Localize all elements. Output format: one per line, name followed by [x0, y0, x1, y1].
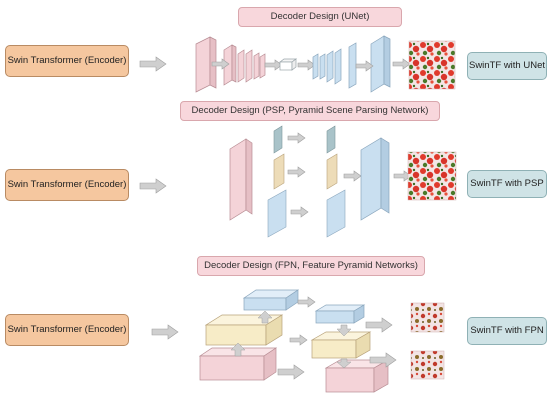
unet-segmentation-image — [408, 40, 456, 90]
unet-blue-blocks — [312, 35, 391, 93]
fpn-middle-cream — [204, 314, 284, 346]
psp-encoder-box: Swin Transformer (Encoder) — [5, 169, 129, 201]
unet-arrow-in — [139, 56, 167, 72]
psp-arrow-in — [139, 178, 167, 194]
unet-encoder-box: Swin Transformer (Encoder) — [5, 45, 129, 77]
fpn-segmentation-image-1 — [410, 302, 445, 333]
psp-segmentation-image — [407, 151, 457, 201]
psp-pool-tan — [273, 153, 338, 190]
unet-section-title: Decoder Design (UNet) — [238, 7, 402, 27]
fpn-arrow-up-2 — [257, 310, 273, 324]
fpn-td-cream — [310, 331, 372, 359]
psp-concat-block — [360, 137, 390, 221]
fpn-bottom-pink — [198, 347, 278, 381]
fpn-arrow-out-1 — [365, 317, 393, 333]
psp-arrow-3 — [290, 206, 309, 218]
psp-pool-teal — [273, 125, 336, 154]
fpn-top-blue — [242, 289, 300, 311]
fpn-segmentation-image-2 — [410, 350, 445, 380]
unet-arrow-c — [297, 59, 316, 71]
psp-output-box: SwinTF with PSP — [467, 170, 547, 198]
fpn-section-title: Decoder Design (FPN, Feature Pyramid Net… — [197, 256, 425, 276]
unet-output-box: SwinTF with UNet — [467, 52, 547, 80]
fpn-encoder-box: Swin Transformer (Encoder) — [5, 314, 129, 346]
fpn-arrow-lat-3 — [277, 364, 305, 380]
fpn-arrow-down-2 — [336, 358, 352, 369]
psp-arrow-4 — [343, 170, 362, 182]
fpn-arrow-up-1 — [230, 342, 246, 357]
fpn-arrow-down-1 — [336, 324, 352, 337]
fpn-arrow-lat-1 — [297, 296, 316, 308]
fpn-td-blue — [314, 304, 366, 324]
fpn-output-box: SwinTF with FPN — [467, 317, 547, 345]
psp-arrow-1 — [287, 132, 306, 144]
psp-feature-map — [229, 138, 253, 221]
unet-arrow-e — [392, 58, 411, 70]
psp-arrow-2 — [287, 166, 306, 178]
psp-section-title: Decoder Design (PSP, Pyramid Scene Parsi… — [180, 101, 440, 121]
fpn-arrow-in — [151, 324, 179, 340]
unet-pink-blocks — [195, 36, 266, 93]
fpn-arrow-lat-2 — [289, 334, 308, 346]
unet-bottleneck — [278, 58, 298, 71]
unet-arrow-d — [355, 60, 374, 72]
unet-arrow-b — [264, 59, 283, 71]
psp-pool-blue — [267, 189, 346, 238]
fpn-td-pink — [324, 359, 390, 393]
